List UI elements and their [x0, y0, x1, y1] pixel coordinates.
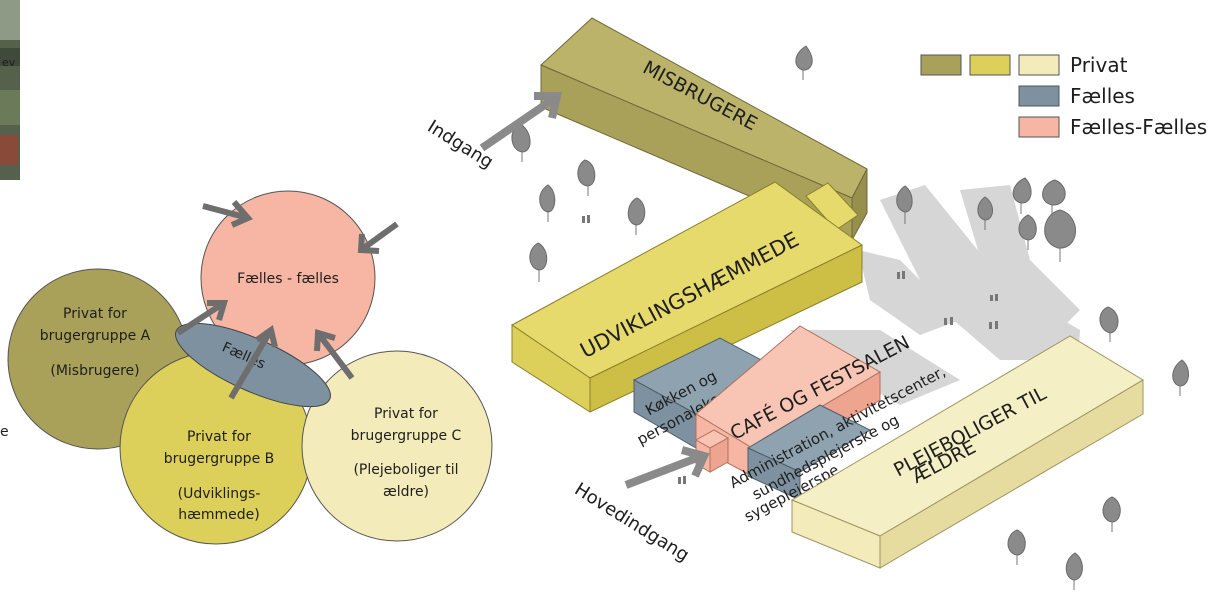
tree-icon: [1012, 177, 1032, 214]
tree-icon: [1007, 529, 1026, 565]
tree-icon: [795, 45, 813, 80]
arrow-icon: [357, 233, 380, 254]
building-plejeboliger: [790, 335, 1144, 569]
legend-label-faelles-faelles: Fælles-Fælles: [1070, 115, 1207, 139]
venn-center-label: Fælles - fælles: [237, 271, 339, 287]
arrow-icon: [228, 328, 274, 400]
legend-label-privat: Privat: [1070, 53, 1128, 77]
legend-label-faelles: Fælles: [1070, 84, 1135, 108]
venn-c-line3: (Plejeboliger til: [353, 462, 458, 478]
legend-swatch-faelles-faelles: [1018, 116, 1060, 138]
tree-icon: [539, 184, 556, 222]
venn-b-line1: Privat for: [187, 429, 251, 445]
arrow-icon: [359, 221, 399, 253]
people-figures: [582, 215, 998, 484]
tree-icon: [1018, 214, 1037, 250]
venn-a-line2: brugergruppe A: [40, 328, 151, 344]
venn-a-line1: Privat for: [63, 306, 127, 322]
photo-label: ev: [2, 56, 16, 69]
venn-c-line2: brugergruppe C: [351, 428, 462, 444]
tree-icon: [977, 196, 993, 230]
label-hovedindgang: Hovedindgang: [571, 479, 693, 566]
tree-icon: [529, 242, 548, 282]
venn-b-line2: brugergruppe B: [164, 451, 274, 467]
circle-plejeboliger: [301, 350, 493, 542]
legend-swatch-privat-c: [1018, 54, 1060, 76]
venn-a-line3: (Misbrugere): [50, 363, 139, 379]
venn-c-line4: ældre): [383, 484, 429, 500]
arrow-icon: [255, 324, 278, 348]
venn-diagram: Fælles - fælles Fælles Privat for bruger…: [7, 190, 493, 545]
entrance-arrows: [479, 92, 710, 489]
arrow-icon: [314, 329, 336, 352]
venn-b-line3: (Udviklings-: [178, 486, 261, 502]
arrow-icon: [624, 452, 704, 489]
edge-text: e: [0, 424, 9, 440]
arrow-icon: [479, 94, 558, 152]
legend-swatch-faelles: [1018, 85, 1060, 107]
tree-icon: [1044, 209, 1076, 262]
legend: Privat Fælles Fælles-Fælles: [920, 53, 1207, 139]
aerial-photo-crop: ev: [0, 0, 20, 180]
venn-arrows: [176, 200, 399, 400]
tree-icon: [1099, 306, 1119, 342]
trees: [511, 45, 1189, 590]
arrow-icon: [315, 331, 355, 380]
venn-c-line1: Privat for: [374, 406, 438, 422]
tree-icon: [1102, 496, 1121, 532]
tree-icon: [1065, 552, 1083, 590]
arrow-icon: [202, 203, 249, 221]
arrow-icon: [680, 446, 710, 478]
tree-icon: [1172, 359, 1189, 396]
legend-swatch-privat-a: [920, 54, 962, 76]
arrow-icon: [207, 300, 229, 321]
arrow-icon: [230, 200, 253, 228]
tree-icon: [1042, 179, 1066, 214]
tree-icon: [896, 185, 913, 224]
tree-icon: [511, 123, 531, 162]
arrow-icon: [534, 92, 563, 119]
arrow-icon: [176, 300, 226, 336]
tree-icon: [627, 197, 646, 235]
legend-swatch-privat-b: [969, 54, 1011, 76]
venn-b-line4: hæmmede): [178, 507, 259, 523]
tree-icon: [577, 159, 596, 196]
